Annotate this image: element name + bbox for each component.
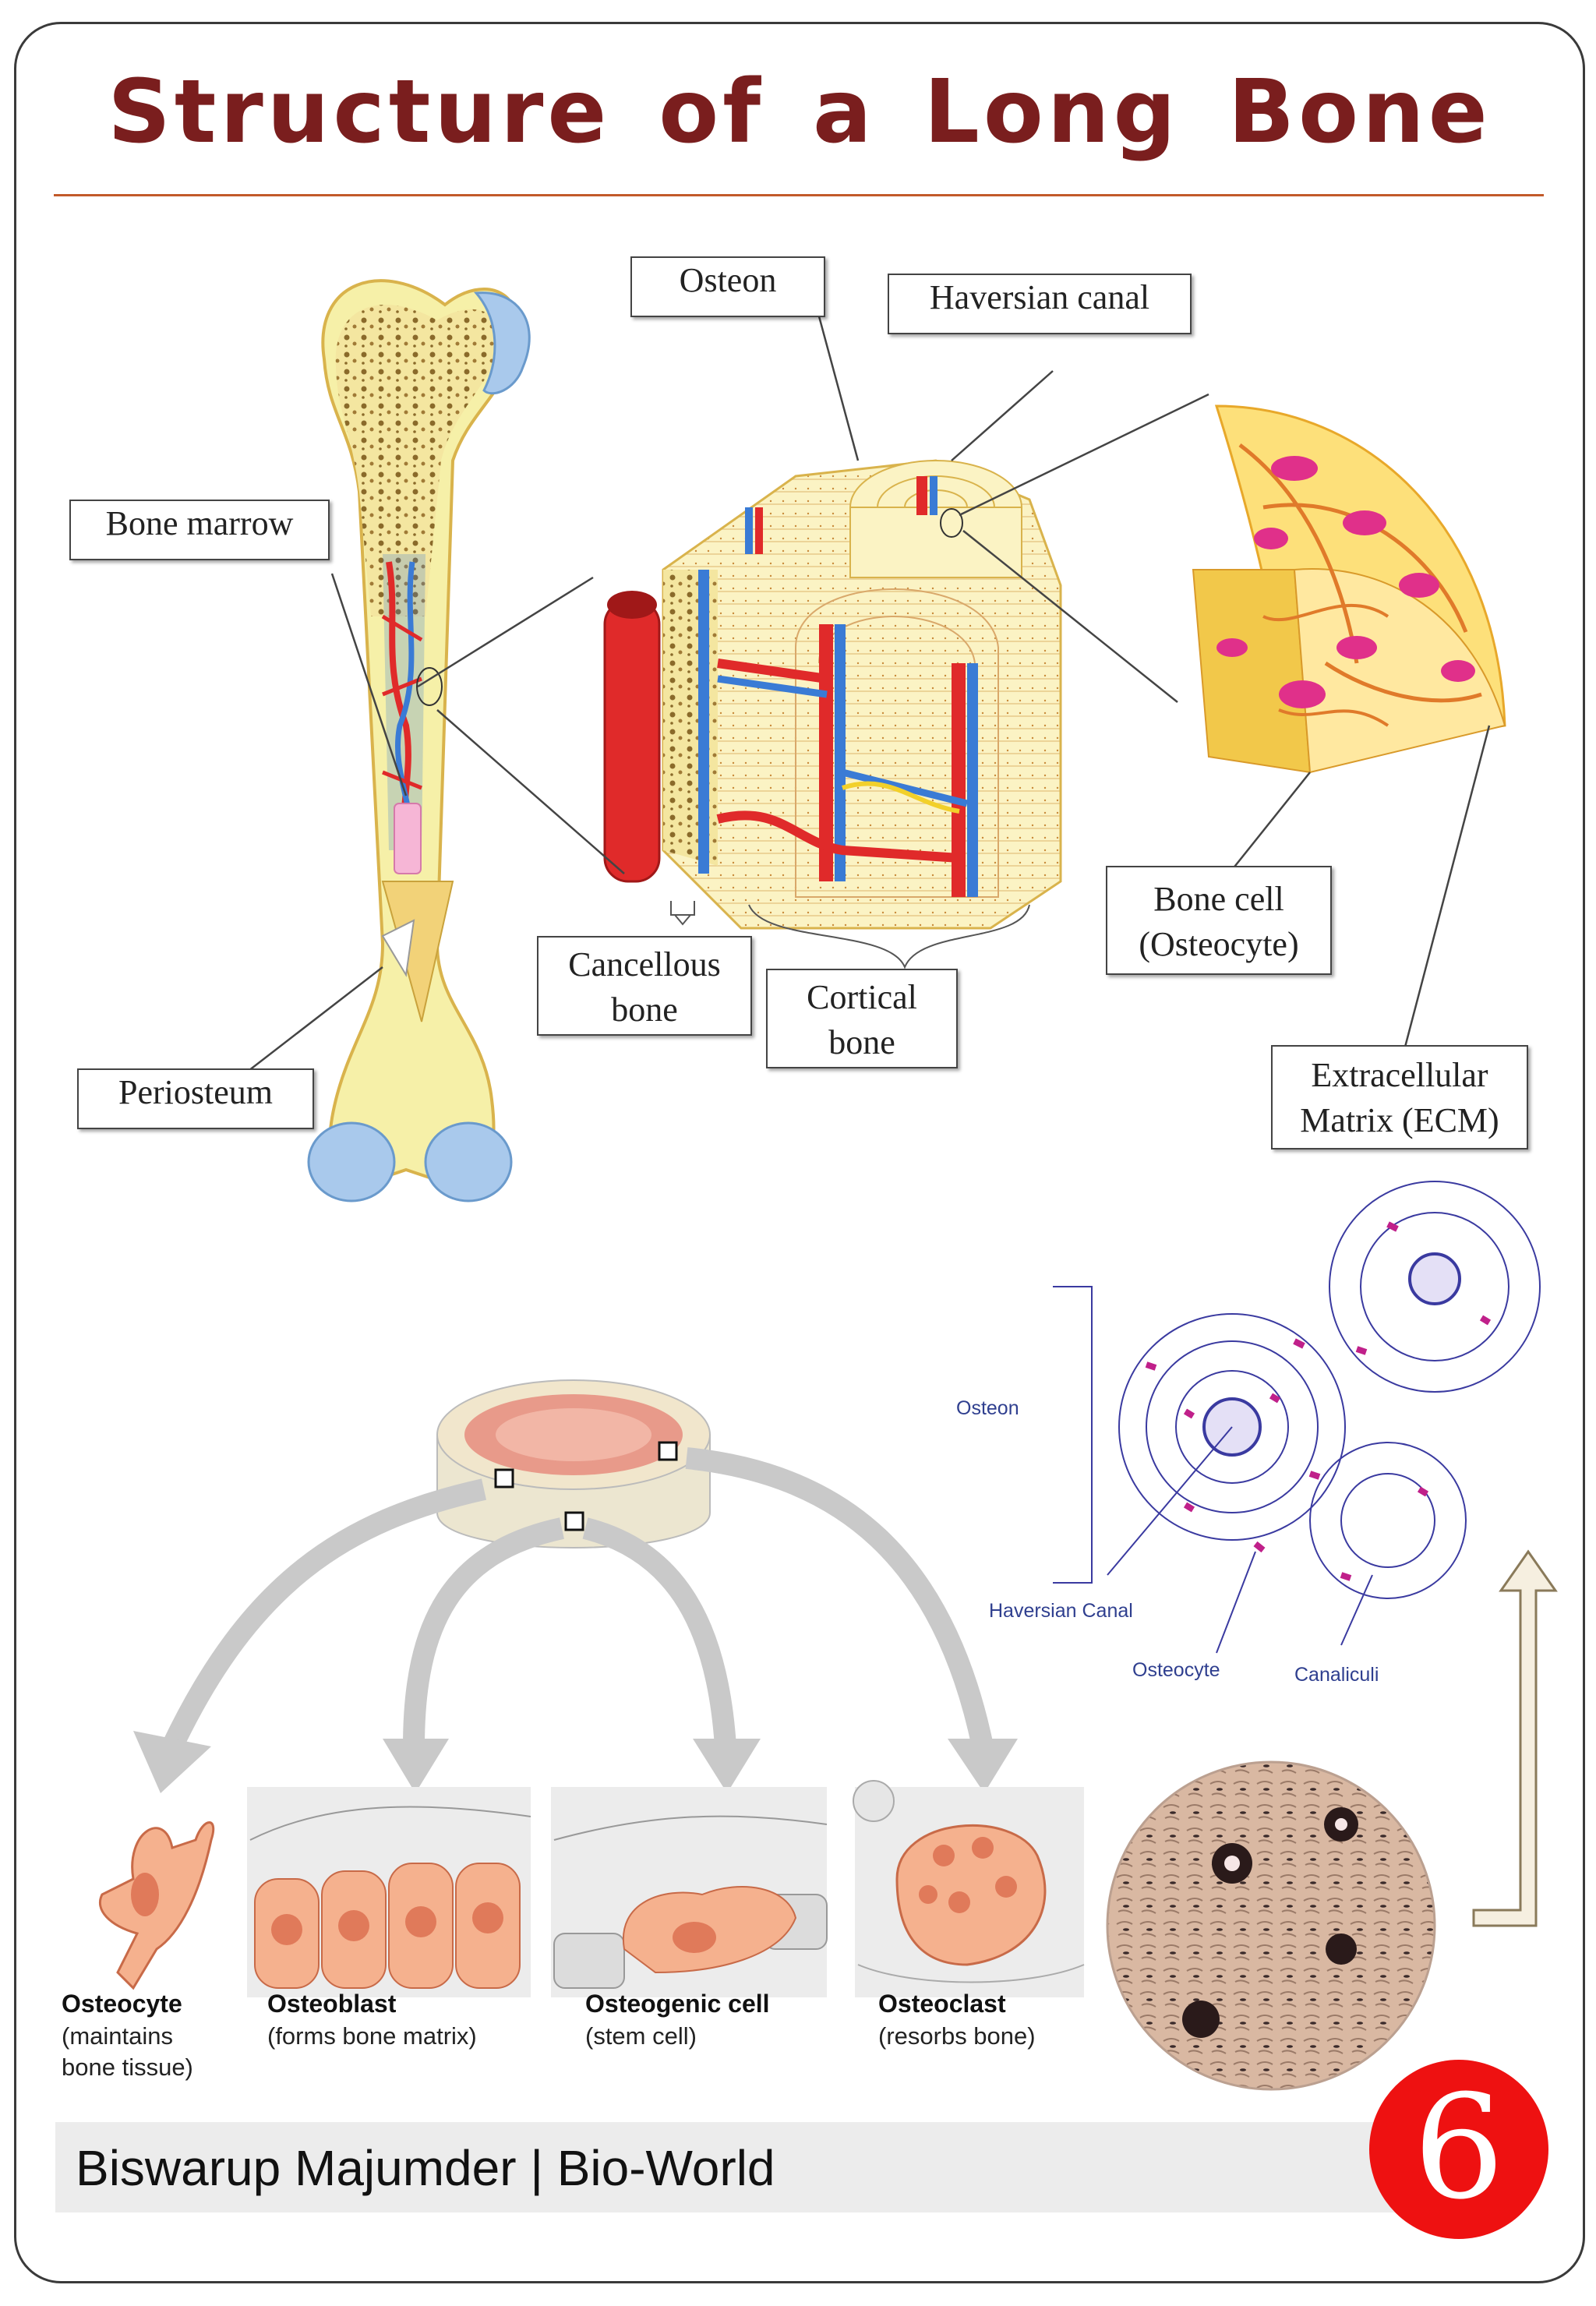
osteon-drawing-label-haversian-canal: Haversian Canal: [989, 1600, 1133, 1622]
bone-cylinder: [436, 1379, 711, 1549]
cell-desc-osteoclast: (resorbs bone): [878, 2022, 1036, 2050]
footer-bar: Biswarup Majumder | Bio-World: [55, 2122, 1411, 2212]
cell-name-osteocyte: Osteocyte: [62, 1990, 182, 2018]
cell-name-osteoblast: Osteoblast: [267, 1990, 397, 2018]
page-number-badge: 6: [1369, 2060, 1548, 2239]
label-haversian-canal: Haversian canal: [888, 274, 1192, 334]
histology-micrograph: [1106, 1760, 1436, 2091]
page-title: Structure of a Long Bone: [108, 62, 1492, 163]
title-divider: [54, 194, 1544, 196]
cell-desc-osteogenic-cell: (stem cell): [585, 2022, 697, 2050]
long-bone-illustration: [307, 279, 531, 1202]
osteon-drawing-label-osteon: Osteon: [956, 1397, 1019, 1419]
cortical-bone-block: [603, 459, 1062, 969]
osteocyte-detail: [1192, 404, 1506, 774]
osteogenic-cell: [551, 1787, 828, 1997]
osteon-line-drawing: [1053, 1181, 1541, 1654]
cell-arrowheads: [133, 1731, 1018, 1793]
label-osteon: Osteon: [630, 256, 825, 317]
link-arrow: [1472, 1549, 1558, 1927]
label-cancellous-bone: Cancellous bone: [537, 936, 752, 1036]
osteocyte-cell: [98, 1821, 215, 1990]
label-bone-marrow: Bone marrow: [69, 500, 330, 560]
osteon-drawing-label-canaliculi: Canaliculi: [1294, 1664, 1379, 1686]
cell-desc-osteoblast: (forms bone matrix): [267, 2022, 477, 2050]
label-bone-cell: Bone cell (Osteocyte): [1106, 866, 1332, 975]
osteoblast-cells: [247, 1787, 531, 1997]
label-periosteum: Periosteum: [77, 1068, 314, 1129]
cell-name-osteogenic-cell: Osteogenic cell: [585, 1990, 770, 2018]
osteoclast-cell: [853, 1780, 1085, 1997]
cell-desc-osteocyte: (maintains bone tissue): [62, 2022, 193, 2081]
leader-lines: [210, 316, 1491, 1100]
osteon-drawing-label-osteocyte: Osteocyte: [1132, 1659, 1220, 1681]
label-extracellular-matrix: Extracellular Matrix (ECM): [1271, 1045, 1528, 1149]
cell-arrows: [162, 1447, 994, 1752]
illustration-canvas: [98, 279, 1558, 2091]
poster: Structure of a Long Bone: [14, 22, 1585, 2283]
cell-name-osteoclast: Osteoclast: [878, 1990, 1006, 2018]
footer-credit: Biswarup Majumder | Bio-World: [76, 2140, 775, 2196]
label-cortical-bone: Cortical bone: [766, 969, 958, 1068]
